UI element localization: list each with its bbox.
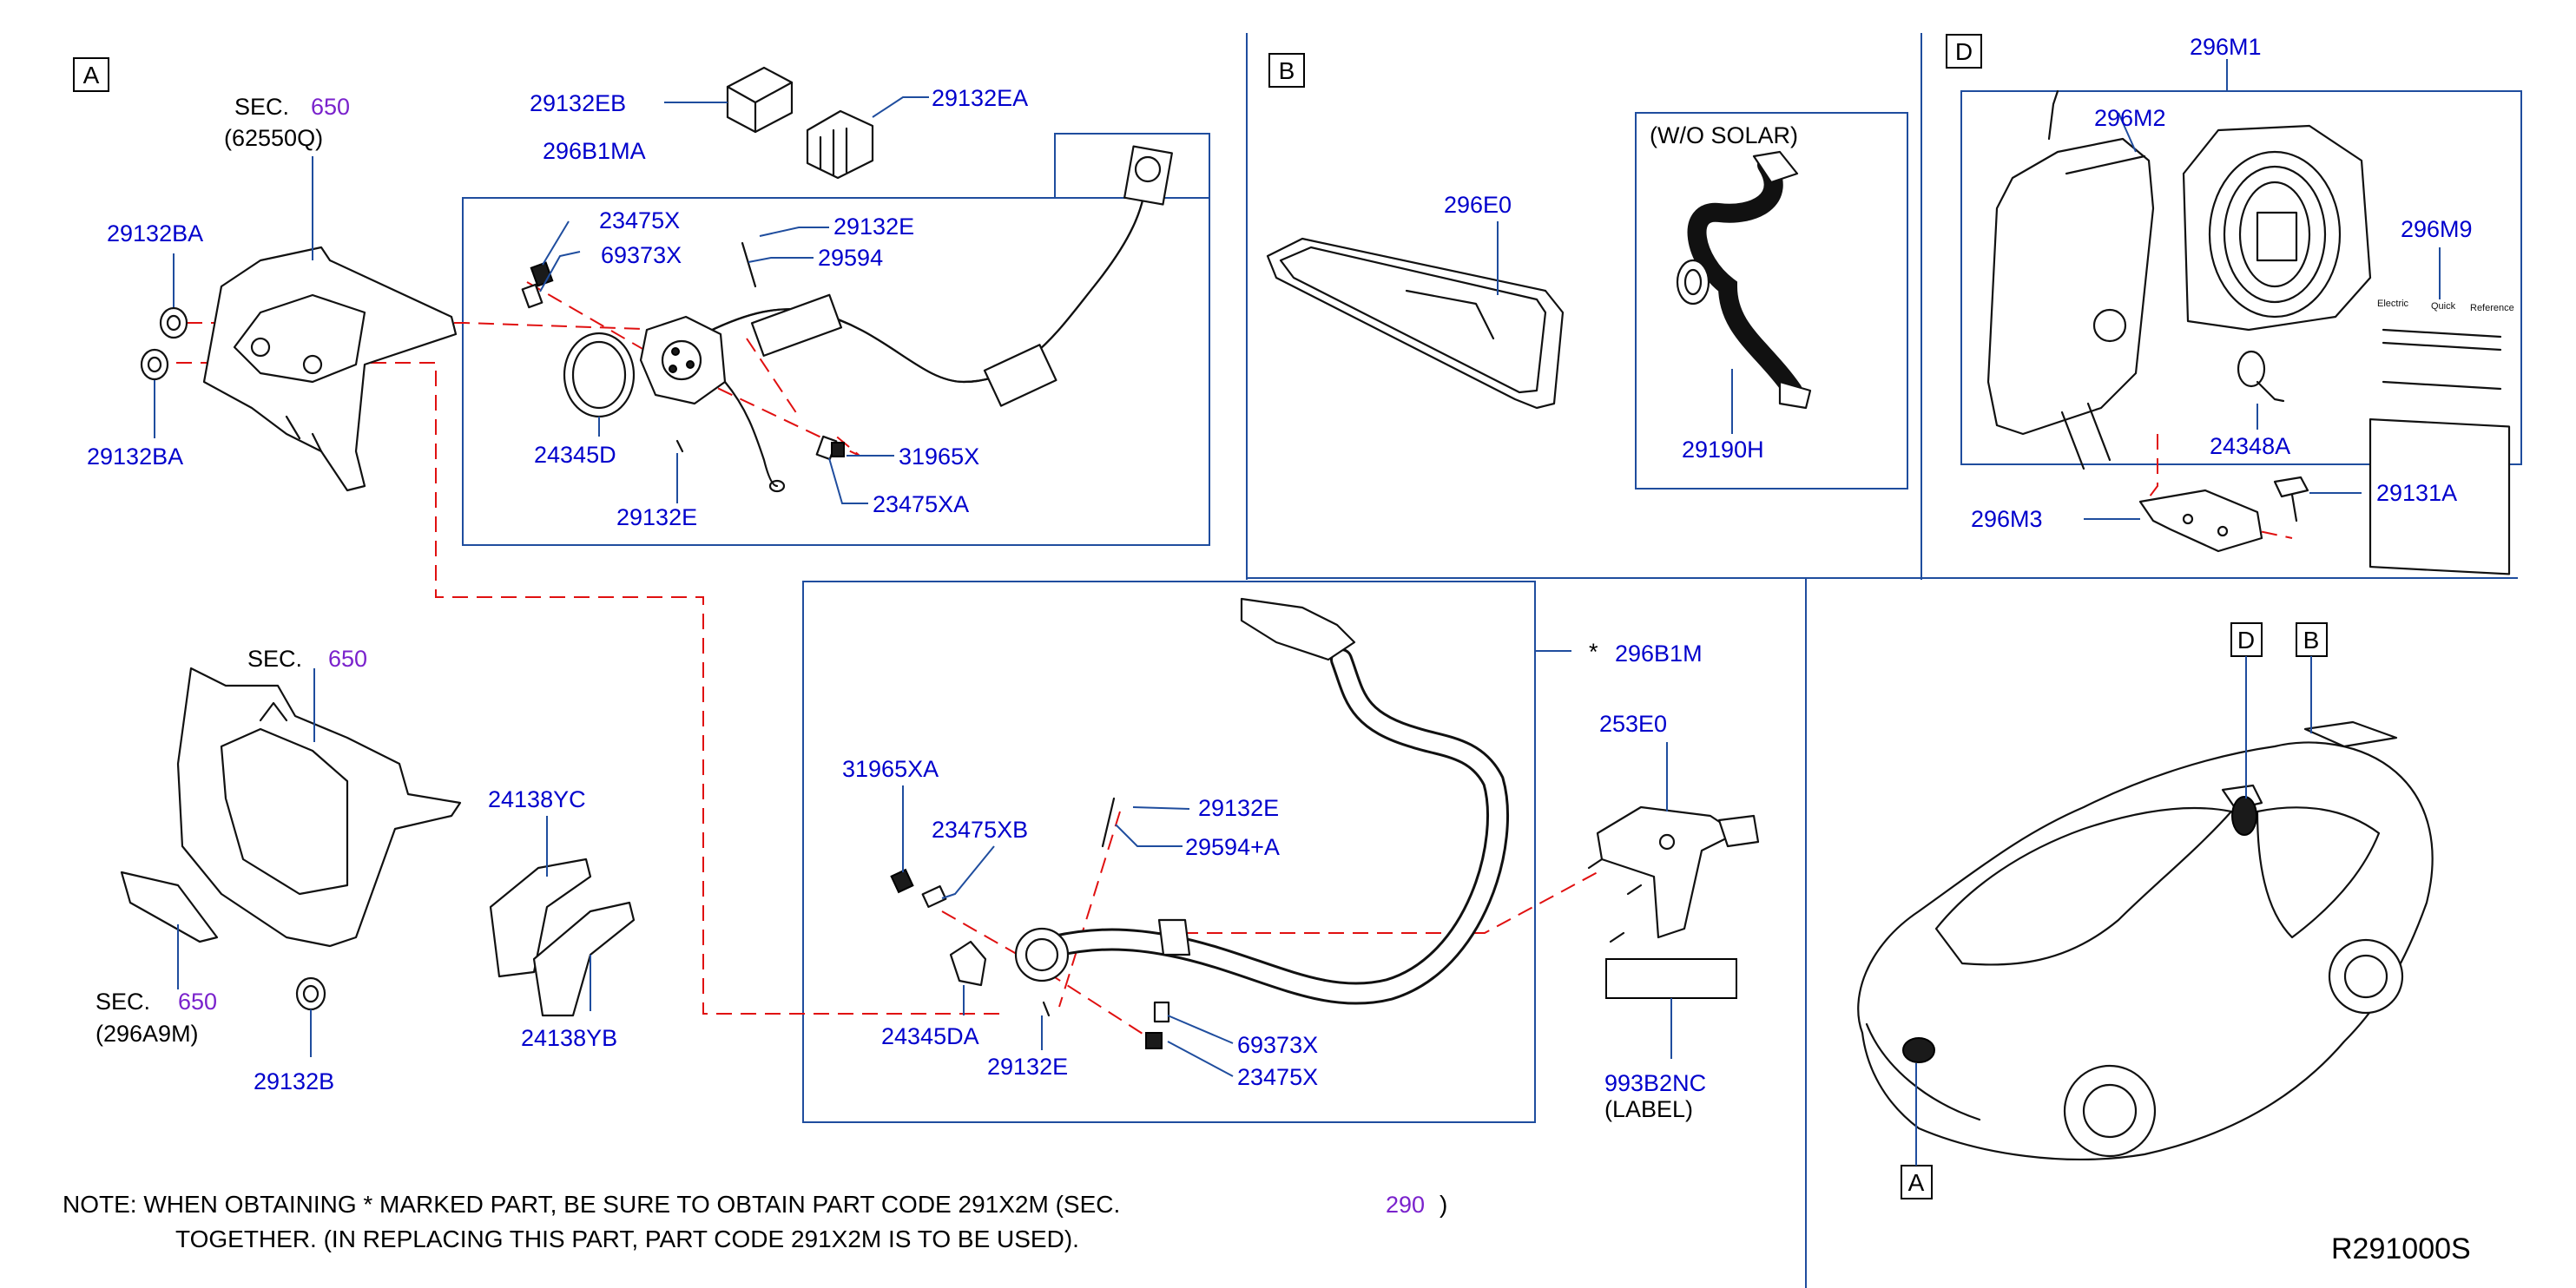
part-253e0: 253E0 xyxy=(1599,711,1667,737)
clamp-24348a xyxy=(2237,350,2285,430)
sec-number-mid: 650 xyxy=(328,646,367,672)
wo-solar-label: (W/O SOLAR) xyxy=(1650,122,1798,148)
rear-panel-bracket xyxy=(202,156,458,492)
panel-dividers xyxy=(1246,33,2518,1288)
grommet-29132b xyxy=(295,976,326,1057)
label-word: (LABEL) xyxy=(1604,1096,1693,1122)
part-296a9m: (296A9M) xyxy=(96,1021,199,1047)
callout-d-label: D xyxy=(2237,627,2255,654)
manual-title-3: Reference xyxy=(2470,303,2514,313)
part-296b1ma: 296B1MA xyxy=(543,138,646,164)
part-296e0: 296E0 xyxy=(1444,192,1512,218)
sec-number-top: 650 xyxy=(311,94,350,120)
part-24345da: 24345DA xyxy=(881,1023,979,1049)
part-29132e-mid: 29132E xyxy=(1198,795,1279,821)
manual-title-2: Quick xyxy=(2431,301,2456,312)
reference-code: R291000S xyxy=(2331,1232,2471,1265)
sec-label-mid: SEC. xyxy=(247,646,302,672)
harness-frame-extension xyxy=(1054,133,1210,200)
part-29594a: 29594+A xyxy=(1185,834,1280,860)
sec-label-low: SEC. xyxy=(96,989,150,1015)
marked-part-star: * xyxy=(1589,639,1598,665)
part-24138yb: 24138YB xyxy=(521,1025,617,1051)
section-d-label: D xyxy=(1955,38,1973,65)
part-29132e-mid2: 29132E xyxy=(987,1054,1068,1080)
section-b-label: B xyxy=(1279,57,1295,84)
part-296m9: 296M9 xyxy=(2401,216,2473,242)
charge-lid-296e0 xyxy=(1266,221,1565,410)
section-b-box: B xyxy=(1268,53,1305,88)
grommet-29132ba-lower xyxy=(140,348,169,438)
note-sec-number: 290 xyxy=(1386,1192,1425,1218)
brackets-24138yc-yb xyxy=(489,816,636,1017)
wo-solar-frame xyxy=(1635,112,1908,490)
clip-29132eb xyxy=(664,66,794,134)
manual-296m9: Electric Quick Reference xyxy=(2368,247,2514,575)
part-29132eb: 29132EB xyxy=(530,90,626,116)
bracket-253e0 xyxy=(1587,742,1760,943)
part-29132ba-upper: 29132BA xyxy=(107,220,203,246)
part-296m1: 296M1 xyxy=(2190,34,2262,60)
section-a-box: A xyxy=(73,57,109,92)
part-29132e-top: 29132E xyxy=(833,214,914,240)
part-29132b: 29132B xyxy=(254,1068,334,1094)
label-993b2nc xyxy=(1605,958,1737,1059)
part-296b1m: 296B1M xyxy=(1615,641,1703,667)
part-31965x: 31965X xyxy=(899,444,979,470)
charge-port-harness-296b1m xyxy=(1014,597,1509,1005)
charge-cable-bag-296m2 xyxy=(1986,89,2155,470)
part-296m3: 296M3 xyxy=(1971,506,2043,532)
vehicle-callouts: D B A xyxy=(1901,622,2328,1199)
part-23475x-bottom: 23475X xyxy=(1237,1064,1318,1090)
section-d-box: D xyxy=(1946,34,1982,69)
callout-b-label: B xyxy=(2303,627,2320,654)
note-line-1: NOTE: WHEN OBTAINING * MARKED PART, BE S… xyxy=(63,1191,1120,1218)
sec-label-top: SEC. xyxy=(234,94,289,120)
part-29132ba-lower: 29132BA xyxy=(87,444,183,470)
part-31965xa: 31965XA xyxy=(842,756,939,782)
section-a-label: A xyxy=(83,62,100,89)
manual-title-1: Electric xyxy=(2377,299,2409,309)
part-296m2: 296M2 xyxy=(2094,105,2166,131)
part-29131a: 29131A xyxy=(2376,480,2457,506)
charge-cable-kit-frame xyxy=(1960,90,2522,465)
part-993b2nc: 993B2NC xyxy=(1604,1070,1706,1096)
charge-port-housing xyxy=(120,667,462,989)
part-24138yc: 24138YC xyxy=(488,786,586,812)
part-62550q: (62550Q) xyxy=(224,125,323,151)
part-24345d: 24345D xyxy=(534,442,616,468)
ordering-note: NOTE: WHEN OBTAINING * MARKED PART, BE S… xyxy=(63,1191,1447,1252)
part-69373x-top: 69373X xyxy=(601,242,682,268)
note-line-1-close: ) xyxy=(1440,1191,1447,1218)
part-29132e-bottom: 29132E xyxy=(616,504,697,530)
part-29190h: 29190H xyxy=(1682,437,1764,463)
spring-small-parts-top xyxy=(521,220,894,504)
part-69373x-bottom: 69373X xyxy=(1237,1032,1318,1058)
bolt-29131a xyxy=(2273,476,2362,522)
sec-number-low: 650 xyxy=(178,989,217,1015)
vehicle-overview xyxy=(1857,720,2434,1160)
part-24348a: 24348A xyxy=(2210,433,2290,459)
clip-29132ea xyxy=(806,96,929,180)
harness-29190h xyxy=(1676,150,1812,434)
charge-cable-296m1 xyxy=(2182,59,2372,332)
part-29594: 29594 xyxy=(818,245,883,271)
harness-296b1ma-frame xyxy=(462,197,1210,546)
part-29132ea: 29132EA xyxy=(932,85,1028,111)
harness-296b1m-frame xyxy=(802,581,1536,1123)
charge-port-harness-296b1ma xyxy=(639,145,1173,493)
callout-a-label: A xyxy=(1908,1169,1925,1196)
grommet-29132ba-upper xyxy=(159,253,188,339)
part-23475xb: 23475XB xyxy=(932,817,1028,843)
bracket-296m3 xyxy=(2084,489,2263,553)
small-parts-296b1m xyxy=(890,785,1234,1077)
part-23475xa: 23475XA xyxy=(873,491,969,517)
note-line-2: TOGETHER. (IN REPLACING THIS PART, PART … xyxy=(175,1226,1079,1252)
cap-24345d xyxy=(563,332,636,437)
part-23475x-top: 23475X xyxy=(599,207,680,233)
